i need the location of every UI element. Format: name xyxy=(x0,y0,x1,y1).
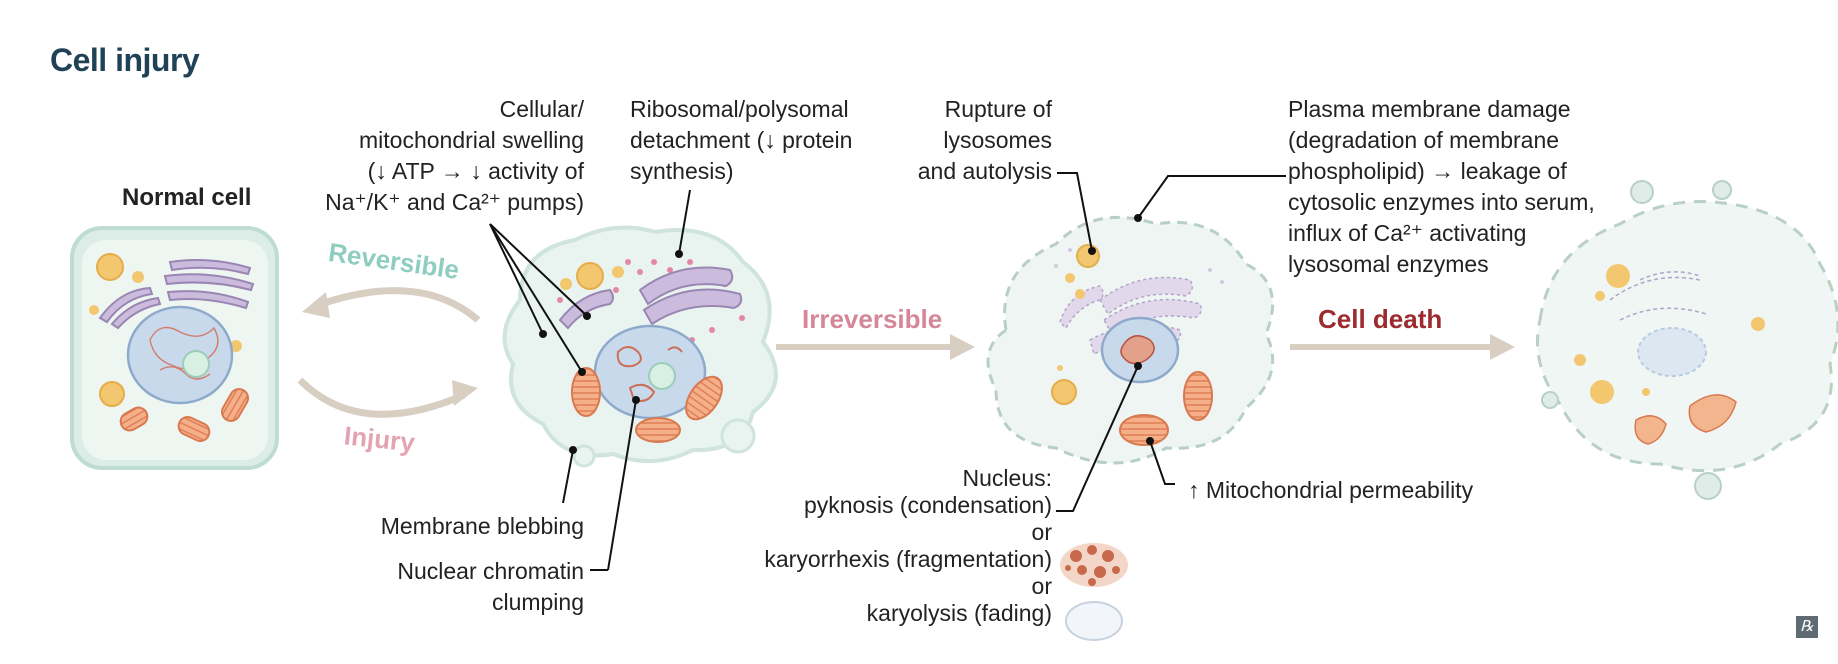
swelling-annotation: Cellular/ mitochondrial swelling (↓ ATP … xyxy=(325,96,584,215)
dead-cell xyxy=(1536,180,1838,500)
irreversibly-injured-cell xyxy=(986,215,1275,465)
lysosome-annotation: Rupture of lysosomes and autolysis xyxy=(917,96,1052,184)
irreversible-label: Irreversible xyxy=(802,304,943,334)
injury-arrow xyxy=(297,377,478,418)
irreversible-arrow xyxy=(776,334,975,360)
normal-cell-illustration xyxy=(70,226,279,470)
mito-permeability-annotation: ↑ Mitochondrial permeability xyxy=(1188,477,1474,503)
leader-dots xyxy=(539,214,1154,454)
cell-death-label: Cell death xyxy=(1318,304,1443,334)
reversibly-injured-cell xyxy=(502,225,778,468)
plasma-membrane-annotation: Plasma membrane damage (degradation of m… xyxy=(1288,96,1595,277)
karyorrhexis-icon xyxy=(1060,543,1128,587)
leader-lines xyxy=(489,172,1286,571)
cell-death-arrow xyxy=(1290,334,1515,360)
figure-title: Cell injury xyxy=(50,42,200,78)
nucleus-annotation: Nucleus: pyknosis (condensation) or kary… xyxy=(764,465,1052,626)
chromatin-annotation: Nuclear chromatin clumping xyxy=(397,558,584,615)
blebbing-annotation: Membrane blebbing xyxy=(380,513,584,539)
ribosomal-annotation: Ribosomal/polysomal detachment (↓ protei… xyxy=(630,96,853,184)
reversible-arrow xyxy=(302,287,481,323)
normal-cell-label: Normal cell xyxy=(122,184,252,211)
rx-logo: ℞ xyxy=(1796,616,1818,638)
karyolysis-icon xyxy=(1065,601,1123,641)
